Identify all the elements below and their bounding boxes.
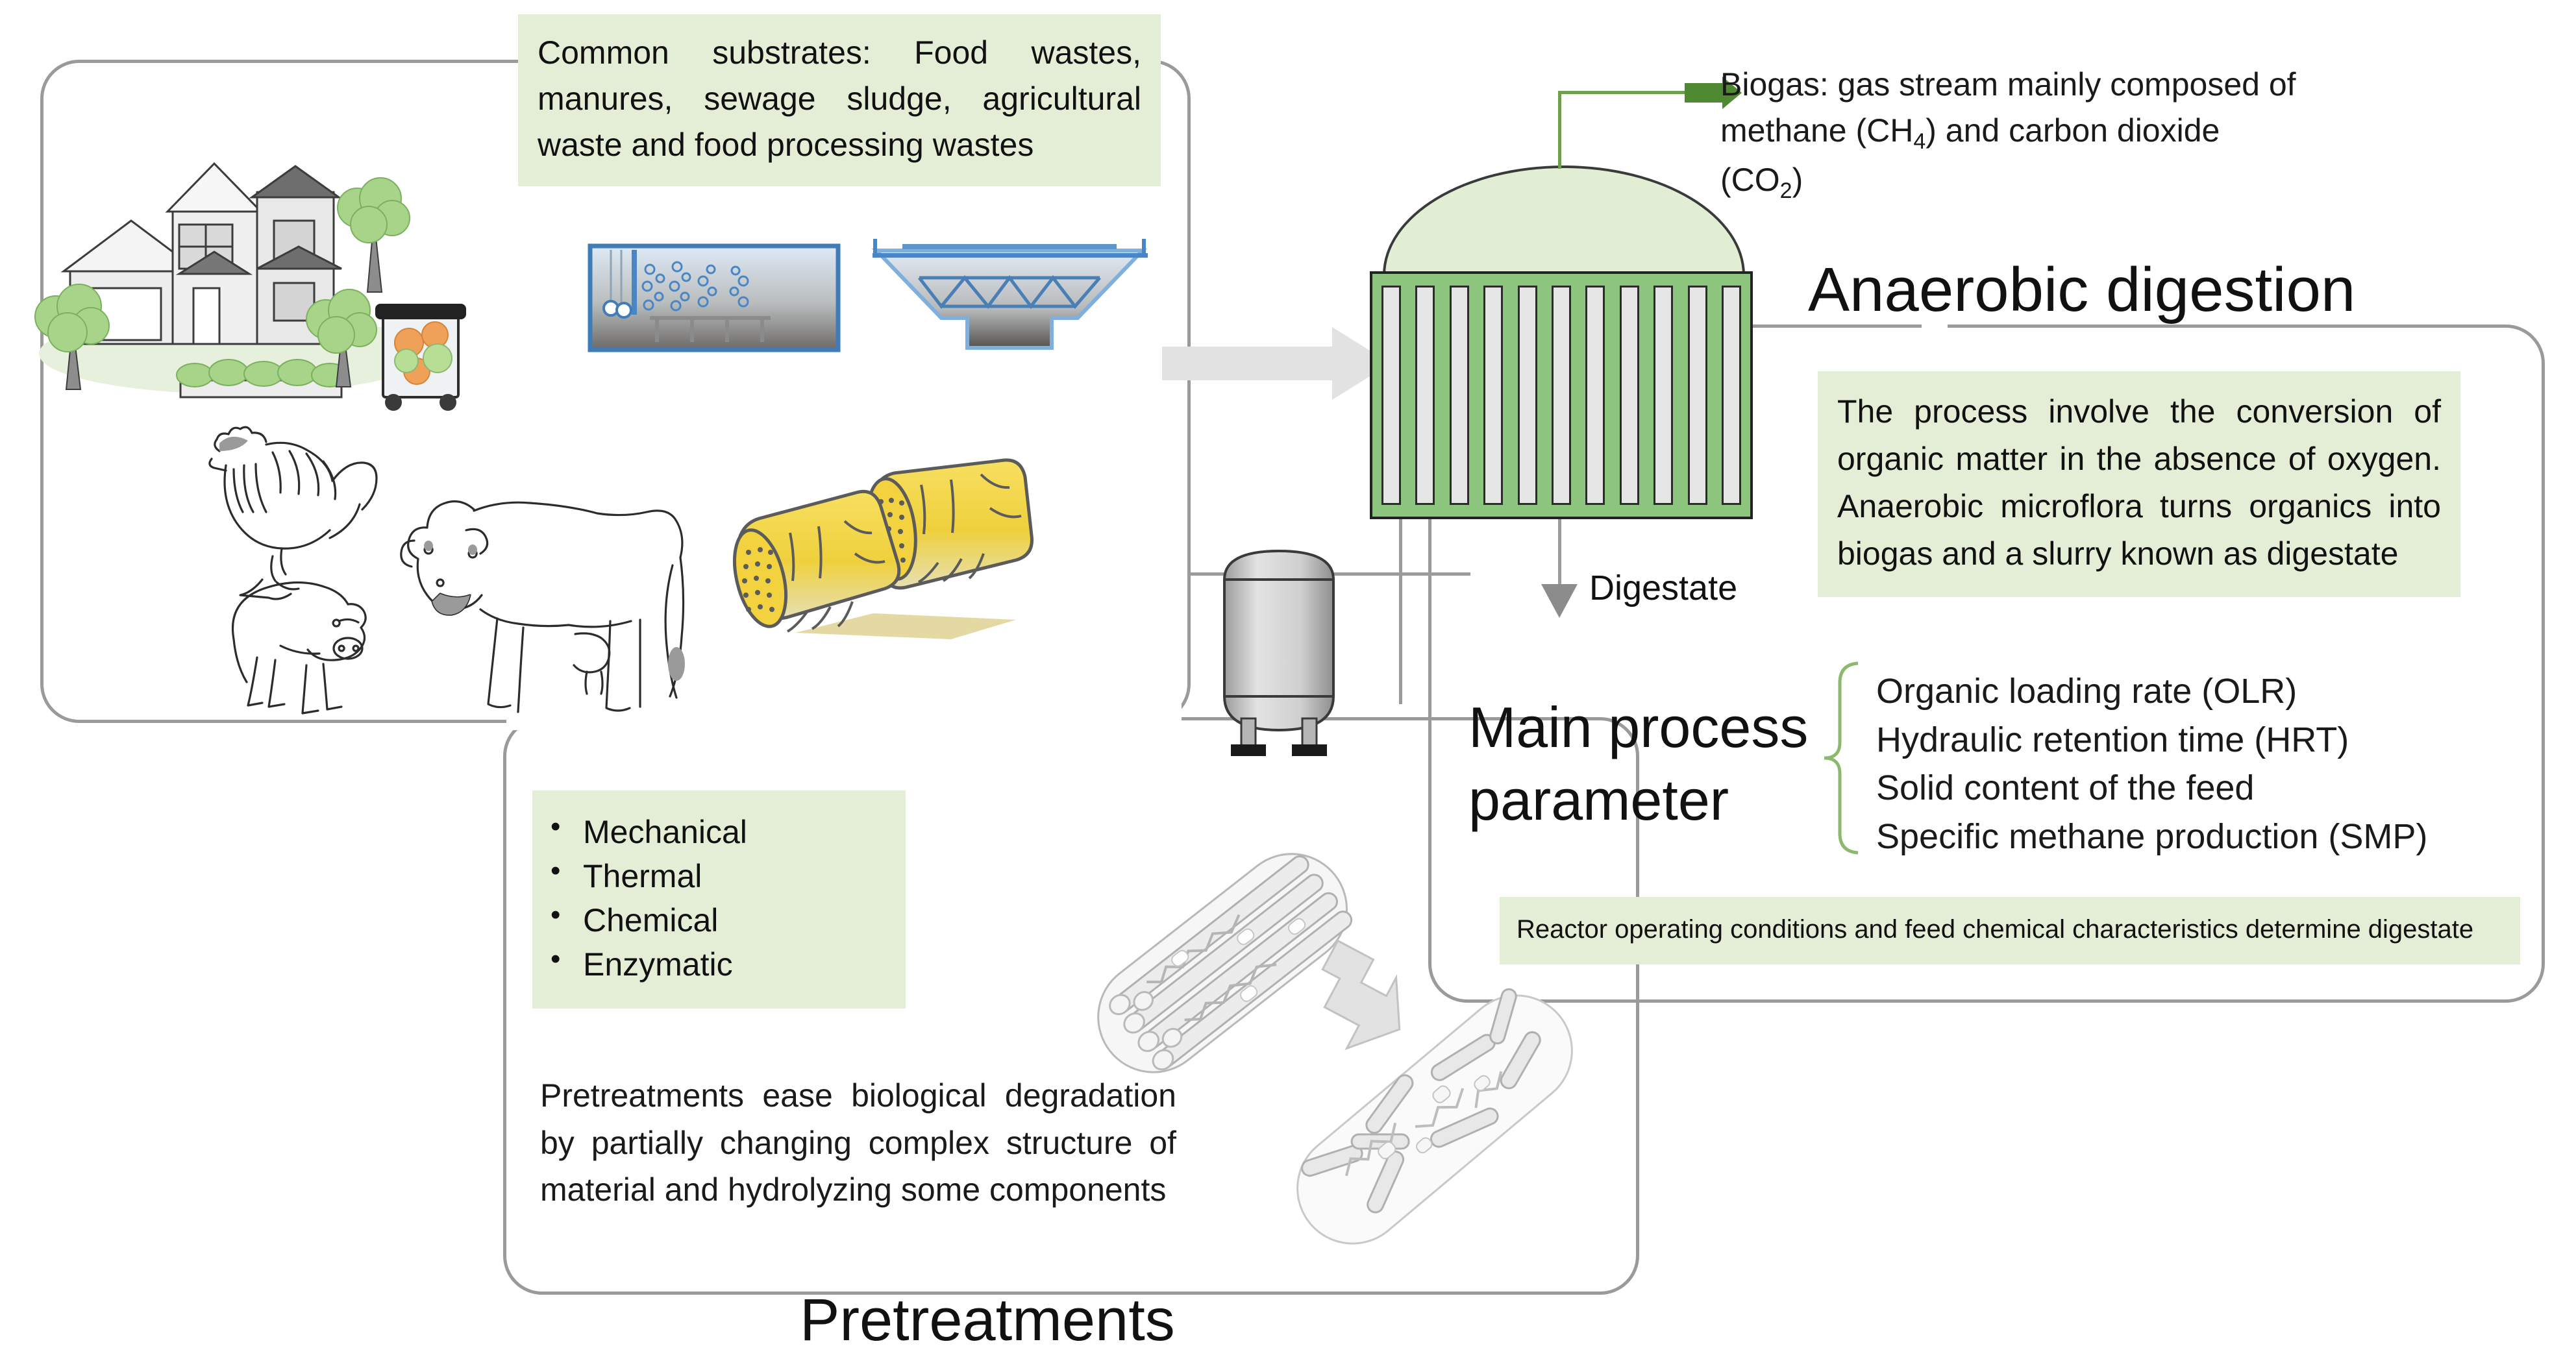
house-scene <box>34 162 466 411</box>
reactor-conditions-text: Reactor operating conditions and feed ch… <box>1517 915 2474 944</box>
tree-icon <box>337 177 410 293</box>
ch4-subscript: 4 <box>1913 129 1926 154</box>
list-item: Mechanical <box>532 807 906 854</box>
digester-slat <box>1721 286 1741 505</box>
cow-icon <box>400 500 685 713</box>
list-item: Chemical <box>532 896 906 942</box>
pretreatments-title: Pretreatments <box>800 1287 1175 1353</box>
ad-process-note-text: The process involve the conversion of or… <box>1837 393 2441 572</box>
disrupted-fiber-icon <box>1296 988 1573 1245</box>
digester-slat <box>1449 286 1469 505</box>
digester-icon <box>1370 165 1753 519</box>
biogas-pipe-horizontal <box>1558 91 1694 94</box>
waste-bin-icon <box>375 304 466 411</box>
digestate-line <box>1558 519 1561 591</box>
pretreatment-description-text: Pretreatments ease biological degradatio… <box>540 1077 1176 1208</box>
biogas-note-mid: ) and carbon dioxide <box>1926 112 2220 149</box>
anaerobic-digestion-title: Anaerobic digestion <box>1808 255 2356 324</box>
digestate-label: Digestate <box>1589 569 1738 607</box>
digester-slat <box>1585 286 1605 505</box>
digester-slat <box>1551 286 1571 505</box>
tree-icon <box>306 289 377 387</box>
digester-slat <box>1483 286 1504 505</box>
list-item: Enzymatic <box>532 940 906 986</box>
list-item: Organic loading rate (OLR) <box>1876 672 2297 711</box>
digester-body <box>1370 271 1753 519</box>
list-item: Solid content of the feed <box>1876 768 2255 808</box>
substrates-note-text: Common substrates: Food wastes, manures,… <box>538 34 1141 163</box>
lignocellulose-fiber-icon <box>1097 853 1353 1073</box>
feed-arrow-icon <box>1162 327 1391 400</box>
pretreatment-description: Pretreatments ease biological degradatio… <box>540 1072 1176 1214</box>
pretreatment-methods-list: Mechanical Thermal Chemical Enzymatic <box>532 807 906 986</box>
biogas-note: Biogas: gas stream mainly composed of me… <box>1720 62 2324 207</box>
curly-brace-icon <box>1824 661 1859 855</box>
chicken-icon <box>208 426 378 600</box>
main-process-title-line1: Main process <box>1468 695 1809 759</box>
mask-a <box>506 704 1182 730</box>
biogas-pipe-vertical <box>1558 91 1561 169</box>
storage-tank-icon <box>1222 549 1335 756</box>
biogas-arrow-icon <box>1685 77 1742 109</box>
list-item: Specific methane production (SMP) <box>1876 816 2428 856</box>
co2-close: ) <box>1792 162 1803 199</box>
pretreatment-methods-box: Mechanical Thermal Chemical Enzymatic <box>532 790 906 1009</box>
digester-slat <box>1381 286 1401 505</box>
digester-slat <box>1415 286 1435 505</box>
digester-dome <box>1383 165 1745 275</box>
clarifier-icon <box>871 239 1148 350</box>
digester-slat <box>1619 286 1639 505</box>
down-arrow-icon <box>1541 584 1578 618</box>
tank-left-line <box>1188 572 1240 576</box>
biogas-note-text: Biogas: gas stream mainly composed of me… <box>1720 66 2296 149</box>
process-parameter-list: Organic loading rate (OLR) Hydraulic ret… <box>1876 667 2427 861</box>
substrates-note: Common substrates: Food wastes, manures,… <box>518 14 1161 186</box>
digester-slat <box>1517 286 1537 505</box>
aeration-tank-icon <box>588 243 841 352</box>
pig-icon <box>231 581 367 715</box>
hay-bale-icon <box>733 458 1034 639</box>
reactor-bottom-line <box>1399 516 1402 704</box>
anaerobic-digestion-boundary <box>1428 324 2545 1003</box>
list-item: Hydraulic retention time (HRT) <box>1876 720 2349 759</box>
tree-icon <box>34 284 110 390</box>
farm-animals <box>208 426 685 715</box>
list-item: Thermal <box>532 851 906 898</box>
co2-subscript: 2 <box>1779 178 1792 204</box>
digester-slat <box>1687 286 1707 505</box>
reactor-to-boundary-line <box>1753 324 1922 328</box>
ad-process-note: The process involve the conversion of or… <box>1818 371 2460 597</box>
co2-open: (CO <box>1720 162 1780 199</box>
reactor-conditions-note: Reactor operating conditions and feed ch… <box>1500 897 2520 964</box>
digester-slat <box>1653 286 1674 505</box>
transform-arrow-icon <box>1321 939 1401 1051</box>
main-process-title-line2: parameter <box>1468 768 1729 832</box>
